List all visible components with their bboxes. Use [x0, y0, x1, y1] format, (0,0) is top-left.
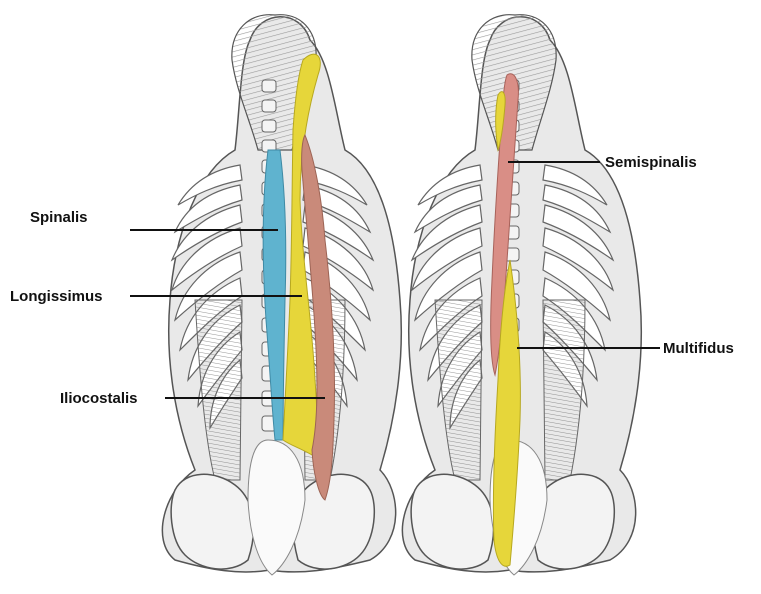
- semispinalis-label: Semispinalis: [605, 154, 697, 171]
- iliocostalis-label: Iliocostalis: [60, 390, 138, 407]
- multifidus-label: Multifidus: [663, 340, 734, 357]
- spinalis-label: Spinalis: [30, 209, 88, 226]
- left-back-figure: [162, 15, 401, 575]
- longissimus-label: Longissimus: [10, 288, 103, 305]
- right-back-figure: [402, 15, 641, 575]
